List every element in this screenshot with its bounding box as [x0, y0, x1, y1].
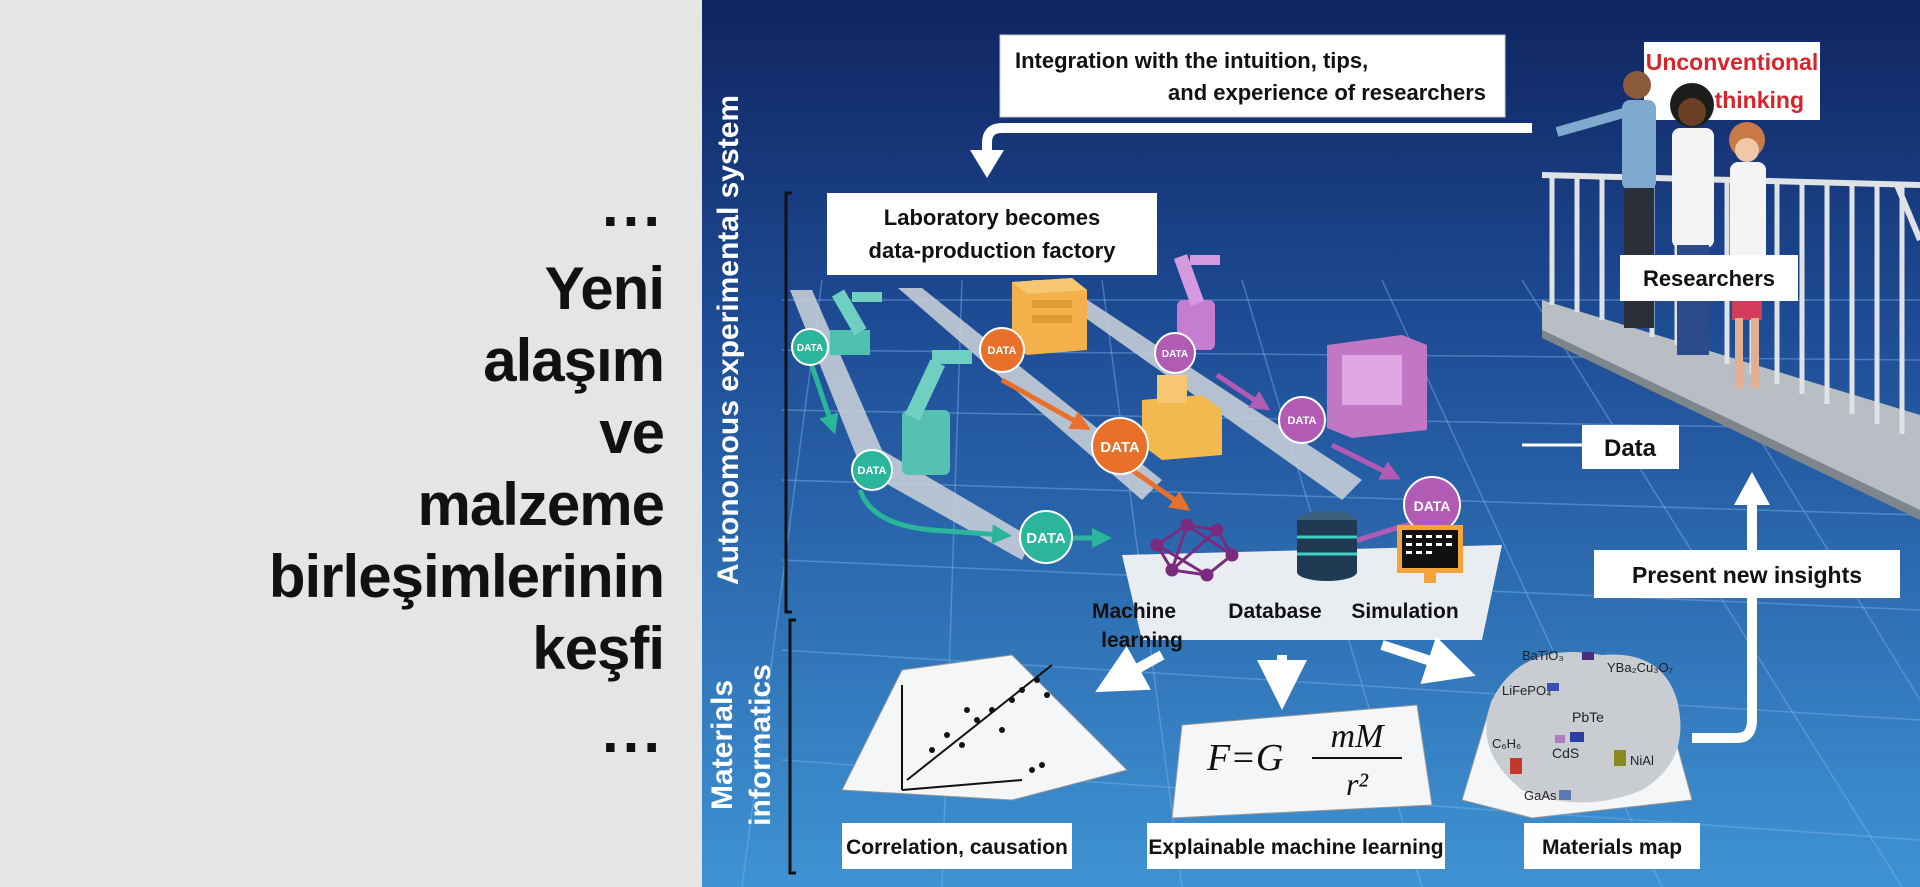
insights-arrow — [1692, 500, 1757, 743]
correlation-panel — [841, 654, 1128, 801]
formula-numerator: mM — [1331, 718, 1386, 755]
title-line-2: alaşım — [483, 327, 665, 394]
svg-text:DATA: DATA — [858, 465, 887, 477]
database-label: Database — [1228, 600, 1321, 623]
material-lifepo4: LiFePO₄ — [1502, 683, 1551, 698]
laboratory-line1: Laboratory becomes — [884, 205, 1100, 230]
title-line-4: malzeme — [417, 471, 665, 538]
title-line-3: ve — [599, 399, 665, 466]
material-pbte: PbTe — [1572, 709, 1604, 725]
svg-text:DATA: DATA — [1414, 498, 1451, 514]
data-callout-label: Data — [1604, 435, 1657, 462]
purple-instrument — [1327, 335, 1427, 438]
data-node-teal-2: DATA — [851, 449, 893, 491]
autonomous-label: Autonomous experimental system — [712, 95, 745, 585]
data-node-purple-2: DATA — [1278, 396, 1326, 444]
data-node-orange-2: DATA — [1091, 417, 1149, 475]
material-nial: NiAl — [1630, 753, 1654, 768]
autonomous-bracket — [784, 191, 792, 614]
teal-flow — [807, 359, 1112, 548]
data-node-orange-1: DATA — [979, 327, 1025, 373]
materials-informatics-diagram: Autonomous experimental system Materials… — [702, 0, 1920, 887]
correlation-label: Correlation, causation — [846, 836, 1068, 859]
explainable-label: Explainable machine learning — [1148, 836, 1443, 859]
researchers-label: Researchers — [1643, 266, 1775, 291]
insights-box — [1594, 550, 1900, 598]
orange-cabinet — [1012, 278, 1087, 355]
explainable-label-box — [1147, 823, 1445, 869]
material-batio3: BaTiO₃ — [1522, 648, 1564, 663]
title-line-6: keşfi — [532, 615, 665, 682]
materials-bracket — [788, 618, 796, 875]
svg-text:DATA: DATA — [797, 343, 823, 354]
materials-label-line2: informatics — [744, 664, 777, 826]
materials-label-line1: Materials — [706, 680, 739, 810]
orange-flow — [1000, 377, 1191, 511]
svg-text:DATA: DATA — [1100, 439, 1140, 456]
data-node-teal-3: DATA — [1019, 510, 1073, 564]
title-line-1: Yeni — [544, 255, 665, 322]
correlation-label-box — [842, 823, 1072, 869]
orange-machine — [1142, 375, 1222, 460]
simulation-icon — [1397, 525, 1463, 583]
integration-arrowhead — [970, 150, 1004, 178]
title-ellipsis-top: ... — [601, 172, 664, 239]
ml-label-line2: learning — [1101, 629, 1183, 652]
svg-text:DATA: DATA — [1026, 530, 1066, 547]
svg-text:DATA: DATA — [988, 345, 1017, 357]
ml-label-line1: Machine — [1092, 600, 1176, 623]
teal-robot-arm-2 — [902, 350, 972, 475]
material-c6h6: C₆H₆ — [1492, 736, 1521, 751]
materials-map-panel: BaTiO₃ YBa₂Cu₃O₇ LiFePO₄ PbTe C₆H₆ CdS N… — [1461, 648, 1693, 819]
material-cds: CdS — [1552, 745, 1579, 761]
data-callout-box — [1582, 425, 1679, 469]
integration-line1: Integration with the intuition, tips, — [1015, 48, 1368, 73]
material-gaas: GaAs — [1524, 788, 1557, 803]
output-arrows — [1095, 636, 1476, 710]
simulation-label: Simulation — [1351, 600, 1458, 623]
researchers-box — [1620, 255, 1798, 301]
unconventional-line1: Unconventional — [1646, 49, 1819, 75]
unconventional-line2: thinking — [1715, 87, 1804, 113]
laboratory-box — [827, 193, 1157, 275]
teal-robot-arm-1 — [830, 289, 882, 355]
integration-arrow — [982, 123, 1532, 158]
data-node-purple-1: DATA — [1154, 332, 1196, 374]
data-node-purple-3: DATA — [1403, 476, 1461, 534]
formula-denominator: r² — [1346, 766, 1369, 802]
svg-text:DATA: DATA — [1288, 415, 1317, 427]
title-ellipsis-bottom: ... — [601, 698, 664, 765]
title-line-5: birleşimlerinin — [268, 543, 665, 610]
integration-line2: and experience of researchers — [1168, 80, 1486, 105]
insights-arrowhead — [1734, 472, 1770, 505]
formula-lhs: F=G — [1206, 737, 1283, 779]
integration-box — [999, 34, 1506, 118]
insights-label: Present new insights — [1632, 562, 1862, 588]
svg-text:DATA: DATA — [1162, 349, 1188, 360]
database-icon — [1297, 511, 1357, 581]
data-node-teal-1: DATA — [791, 328, 829, 366]
laboratory-line2: data-production factory — [869, 238, 1117, 263]
materials-map-label: Materials map — [1542, 836, 1682, 859]
ml-icon — [1150, 518, 1239, 582]
formula-panel: F=G mM r² — [1171, 704, 1433, 819]
left-title-block: ... Yeni alaşım ve malzeme birleşimlerin… — [0, 0, 700, 887]
material-ybco: YBa₂Cu₃O₇ — [1607, 660, 1674, 675]
materials-map-label-box — [1524, 823, 1700, 869]
